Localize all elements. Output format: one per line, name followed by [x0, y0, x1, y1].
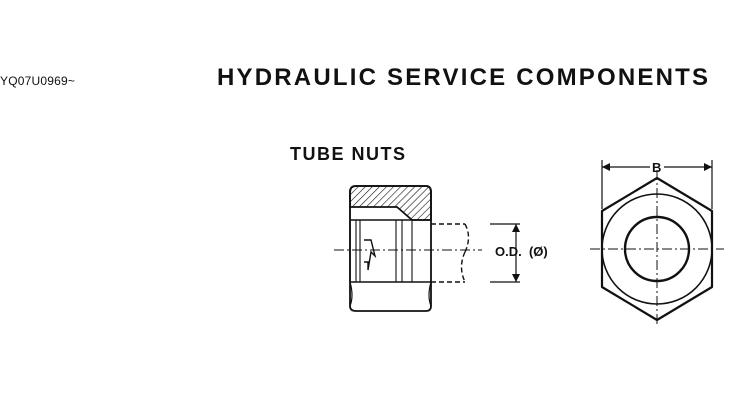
page-title: HYDRAULIC SERVICE COMPONENTS	[217, 64, 711, 91]
hatched-section	[349, 185, 432, 221]
od-dimension	[490, 223, 520, 283]
tube-extension	[431, 223, 470, 283]
b-label: B	[652, 160, 661, 175]
document-id: YQ07U0969~	[0, 74, 76, 88]
b-dimension	[602, 163, 712, 171]
od-label: O.D. (Ø)	[495, 244, 548, 259]
tube-nut-side-view	[349, 185, 432, 312]
hex-end-view	[590, 160, 724, 326]
section-title: TUBE NUTS	[290, 144, 407, 164]
break-symbol	[364, 239, 377, 271]
